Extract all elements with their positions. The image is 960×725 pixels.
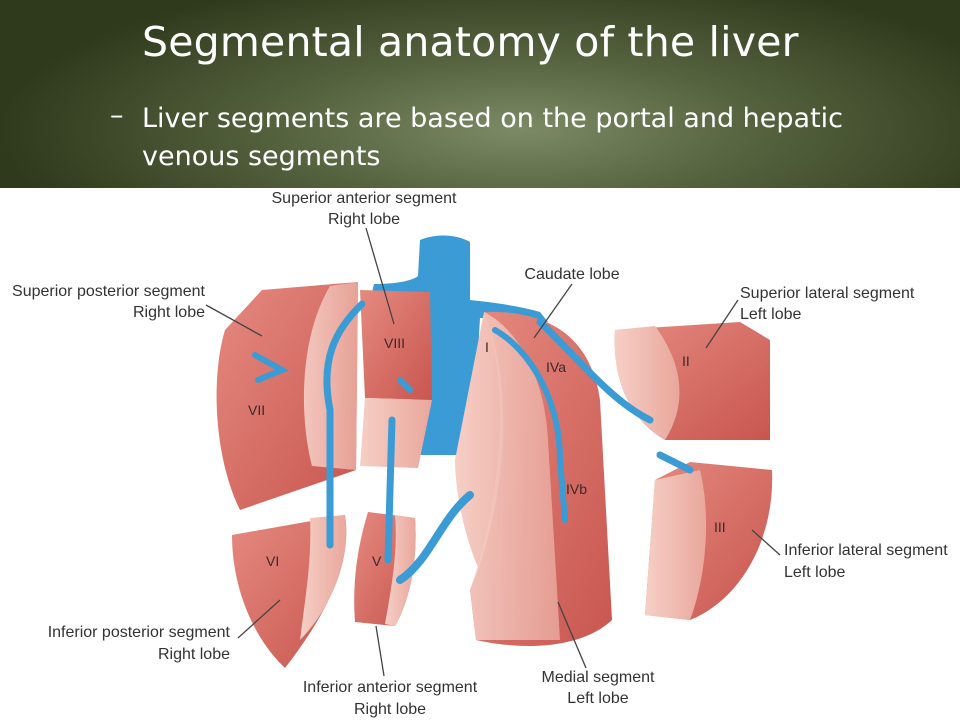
segment-label-iva: IVa — [546, 359, 566, 375]
label-inferior-posterior: Inferior posterior segment Right lobe — [48, 624, 231, 663]
segment-label-ivb: IVb — [566, 481, 587, 497]
svg-text:Left lobe: Left lobe — [784, 564, 845, 581]
svg-text:Inferior posterior segment: Inferior posterior segment — [48, 624, 231, 641]
svg-text:Inferior lateral segment: Inferior lateral segment — [784, 542, 948, 559]
slide-title: Segmental anatomy of the liver — [142, 18, 799, 66]
label-superior-posterior: Superior posterior segment Right lobe — [12, 283, 206, 321]
segment-label-ii: II — [682, 353, 690, 369]
segment-viii — [360, 290, 432, 400]
bullet-text: Liver segments are based on the portal a… — [142, 103, 844, 172]
svg-text:Inferior anterior segment: Inferior anterior segment — [303, 679, 478, 696]
svg-text:Left lobe: Left lobe — [740, 306, 801, 323]
segment-viii-lower — [360, 398, 432, 468]
label-inferior-anterior: Inferior anterior segment Right lobe — [303, 679, 478, 718]
segment-label-vi: VI — [266, 553, 279, 569]
svg-text:Right lobe: Right lobe — [158, 646, 230, 663]
segment-v-cut-face — [385, 515, 416, 626]
title-banner: Segmental anatomy of the liver – Liver s… — [0, 0, 960, 188]
svg-text:Right lobe: Right lobe — [354, 701, 426, 718]
segment-label-viii: VIII — [384, 335, 405, 351]
segment-iv-cut-face — [470, 312, 560, 640]
liver-segments-illustration: VIII I IVa II VII IVb III VI V Superior … — [12, 190, 948, 718]
svg-text:Right lobe: Right lobe — [133, 304, 205, 321]
liver-diagram: VIII I IVa II VII IVb III VI V Superior … — [0, 188, 960, 720]
segment-label-i: I — [485, 339, 489, 355]
portal-veins — [252, 300, 694, 584]
svg-text:Medial segment: Medial segment — [542, 669, 656, 686]
svg-text:Caudate lobe: Caudate lobe — [524, 266, 619, 283]
label-superior-lateral: Superior lateral segment Left lobe — [740, 285, 915, 323]
segment-label-vii: VII — [248, 402, 265, 418]
segment-label-v: V — [372, 553, 382, 569]
label-caudate: Caudate lobe — [524, 266, 619, 283]
inferior-vena-cava — [372, 235, 548, 455]
label-inferior-lateral: Inferior lateral segment Left lobe — [784, 542, 948, 581]
segment-ii-cut-face — [614, 326, 680, 440]
svg-text:Superior posterior segment: Superior posterior segment — [12, 283, 206, 300]
label-medial: Medial segment Left lobe — [542, 669, 656, 707]
segment-vi-cut-face — [300, 515, 347, 640]
segment-label-iii: III — [714, 519, 726, 535]
label-superior-anterior: Superior anterior segment Right lobe — [272, 190, 458, 228]
leader-lines — [205, 227, 781, 677]
svg-text:Superior anterior segment: Superior anterior segment — [272, 190, 458, 207]
svg-text:Superior lateral segment: Superior lateral segment — [740, 285, 915, 302]
svg-text:Left lobe: Left lobe — [567, 690, 628, 707]
svg-text:Right lobe: Right lobe — [328, 211, 400, 228]
segment-iii-cut-face — [645, 470, 707, 620]
bullet-marker: – — [110, 100, 124, 131]
